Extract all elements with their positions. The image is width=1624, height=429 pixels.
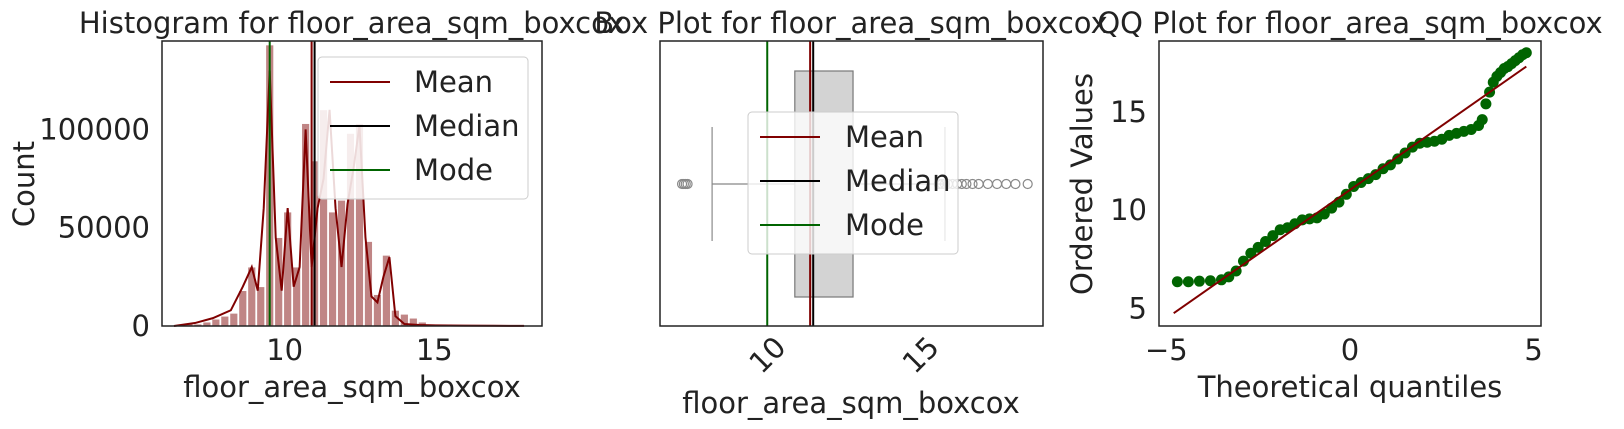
qqplot-x-tick-label: 0 <box>1341 333 1359 367</box>
qqplot-point <box>1267 230 1279 242</box>
boxplot-outlier-point <box>1001 178 1012 190</box>
boxplot-x-tick-label: 10 <box>742 330 792 380</box>
histogram-y-axis-label: Count <box>7 141 41 227</box>
boxplot-outlier-point <box>1022 178 1033 190</box>
qqplot-fit-line <box>1173 65 1527 315</box>
qqplot-x-tick-label: −5 <box>1145 333 1188 367</box>
histogram-bar <box>220 315 230 327</box>
histogram-bars <box>184 44 436 327</box>
qqplot-point <box>1392 153 1404 165</box>
boxplot-legend-mean-label: Mean <box>845 120 924 154</box>
qqplot-x-tick-label: 5 <box>1524 333 1542 367</box>
histogram-legend-median-label: Median <box>414 109 519 143</box>
boxplot-outlier-point <box>973 178 984 190</box>
histogram-stat-lines <box>268 41 316 326</box>
boxplot-legend-mode-label: Mode <box>845 208 924 242</box>
boxplot-x-ticks: 10 15 <box>742 330 945 380</box>
boxplot-outlier-point <box>961 178 972 190</box>
histogram-legend: Mean Median Mode <box>317 56 529 200</box>
qqplot-title: QQ Plot for floor_area_sqm_boxcox <box>1097 6 1602 40</box>
histogram-bar <box>256 286 266 327</box>
histogram-title: Histogram for floor_area_sqm_boxcox <box>79 6 625 40</box>
qqplot-x-ticks: −5 0 5 <box>1145 333 1543 367</box>
histogram-bar <box>283 211 293 327</box>
boxplot-legend-box <box>747 111 959 255</box>
boxplot-legend-median-label: Median <box>845 164 950 198</box>
boxplot-outlier-point <box>682 178 693 190</box>
qqplot-point <box>1223 271 1235 283</box>
histogram-x-ticks: 10 15 <box>266 333 453 367</box>
qqplot-panel: −5 0 5 5 10 15 QQ Plot for floor_area_sqm_bo… <box>1065 6 1603 404</box>
boxplot-title: Box Plot for floor_area_sqm_boxcox <box>594 6 1108 40</box>
boxplot-outlier-point <box>982 178 993 190</box>
histogram-panel: 10 15 0 50000 100000 Histogram for floor_ar… <box>7 6 625 404</box>
histogram-axes-frame <box>161 40 543 327</box>
qqplot-point <box>1260 235 1272 247</box>
qqplot-point <box>1193 275 1205 287</box>
histogram-y-ticks: 0 50000 100000 <box>39 112 150 343</box>
qqplot-y-tick-label: 15 <box>1110 95 1147 129</box>
qqplot-point <box>1384 159 1396 171</box>
histogram-bar <box>301 123 311 327</box>
histogram-bar <box>211 318 221 327</box>
qqplot-point <box>1480 98 1492 110</box>
histogram-bar <box>328 211 337 327</box>
boxplot-legend: Mean Median Mode <box>747 111 959 255</box>
qqplot-point <box>1520 47 1532 59</box>
qqplot-point <box>1237 255 1249 267</box>
boxplot-x-tick-label: 15 <box>896 330 946 380</box>
histogram-x-axis-label: floor_area_sqm_boxcox <box>183 370 520 404</box>
histogram-bar <box>229 312 239 327</box>
qqplot-point <box>1171 276 1183 288</box>
histogram-y-tick-label: 100000 <box>39 112 150 146</box>
boxplot-outlier-point <box>991 178 1003 190</box>
qqplot-y-tick-label: 10 <box>1110 193 1147 227</box>
histogram-y-tick-label: 0 <box>132 309 150 343</box>
qqplot-y-ticks: 5 10 15 <box>1110 95 1147 326</box>
qqplot-point <box>1252 241 1264 253</box>
boxplot-x-axis-label: floor_area_sqm_boxcox <box>682 386 1019 420</box>
histogram-legend-mode-label: Mode <box>414 153 493 187</box>
qqplot-point <box>1182 276 1194 288</box>
histogram-bar <box>238 290 248 327</box>
qqplot-point <box>1204 275 1216 287</box>
qqplot-point <box>1318 208 1330 220</box>
boxplot-outlier-point <box>967 178 978 190</box>
boxplot-outlier-point <box>1010 178 1021 190</box>
qqplot-points <box>1171 47 1532 288</box>
qqplot-axes-frame <box>1158 40 1542 327</box>
histogram-legend-box <box>317 56 529 200</box>
histogram-x-tick-label: 10 <box>266 333 303 367</box>
histogram-legend-mean-label: Mean <box>414 65 493 99</box>
qqplot-point <box>1476 114 1488 126</box>
qqplot-point <box>1245 247 1257 259</box>
histogram-x-tick-label: 15 <box>416 333 453 367</box>
boxplot-axes-frame <box>659 40 1044 327</box>
qqplot-y-tick-label: 5 <box>1129 291 1147 325</box>
qqplot-x-axis-label: Theoretical quantiles <box>1197 370 1503 404</box>
qqplot-point <box>1370 169 1382 181</box>
histogram-bar <box>364 241 373 327</box>
qqplot-y-axis-label: Ordered Values <box>1065 73 1099 295</box>
histogram-y-tick-label: 50000 <box>58 211 150 245</box>
